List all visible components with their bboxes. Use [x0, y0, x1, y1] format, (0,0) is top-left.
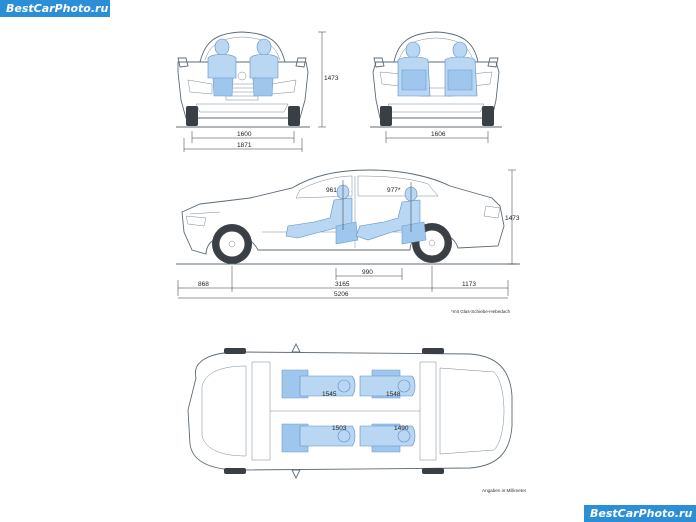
front-track-dimension: 1600	[191, 131, 295, 143]
side-height-label: 1473	[505, 215, 520, 222]
rear-overhang-label: 1173	[462, 281, 476, 288]
watermark-bottom: BestCarPhoto.ru	[584, 505, 696, 522]
rear-occupants	[397, 41, 478, 97]
overhang-wheelbase-dimensions: 868 3165 1173	[177, 266, 509, 296]
front-view: 1473 1600 1871	[176, 31, 339, 152]
rear-track-label: 1606	[431, 131, 446, 138]
front-shoulder-label: 1545	[322, 391, 337, 398]
front-width-label: 1871	[237, 142, 252, 149]
rear-elbow-label: 1490	[394, 425, 409, 432]
rear-view-body	[370, 31, 502, 128]
front-headroom-label: 961	[326, 187, 337, 194]
side-view: 961 977* 1473 990 868 3165 1173 5206	[176, 169, 520, 314]
front-height-label: 1473	[324, 75, 339, 82]
legroom-dimension: 990	[335, 268, 403, 280]
side-view-body	[176, 169, 520, 265]
legroom-label: 990	[362, 269, 373, 276]
side-occupants	[285, 184, 427, 245]
front-overhang-label: 868	[198, 281, 209, 288]
rear-shoulder-label: 1548	[386, 391, 401, 398]
front-width-dimension: 1871	[183, 138, 303, 152]
rear-headroom-label: 977*	[387, 187, 401, 194]
top-view: 1545 1548 1503 1490 Angaben in Millimete…	[187, 342, 527, 493]
length-label: 5206	[334, 291, 349, 298]
front-view-body	[176, 31, 310, 128]
front-elbow-label: 1503	[332, 425, 347, 432]
rear-view: 1606	[370, 31, 502, 143]
length-dimension: 5206	[178, 291, 508, 299]
top-view-body	[187, 342, 513, 480]
front-track-label: 1600	[237, 131, 252, 138]
rear-track-dimension: 1606	[385, 131, 489, 143]
wheelbase-label: 3165	[335, 281, 350, 288]
top-occupants	[281, 369, 416, 453]
units-note: Angaben in Millimeter	[482, 488, 527, 493]
side-height-dimension: 1473	[505, 169, 520, 265]
front-occupants	[207, 38, 279, 97]
sunroof-footnote: *mit Glas-Schiebe-Hebedach	[451, 309, 511, 314]
watermark-top: BestCarPhoto.ru	[0, 0, 110, 17]
front-height-dimension: 1473	[318, 31, 339, 128]
